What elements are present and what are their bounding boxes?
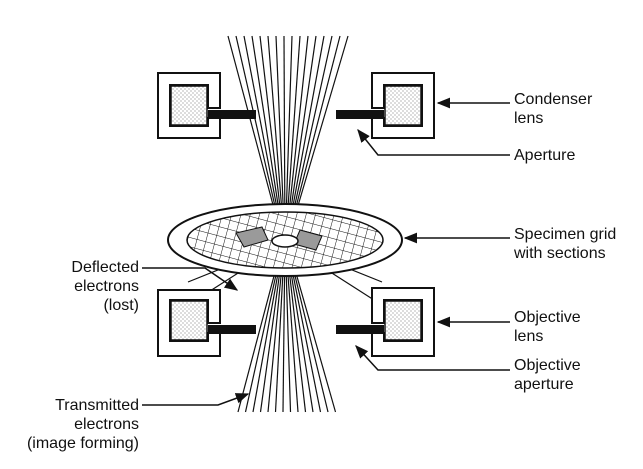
deflected-electrons-pointer [142,267,239,291]
specimen-center-hole [271,234,299,248]
objective-lens-left [157,289,256,357]
specimen-grid [167,203,403,277]
transmitted-electrons-label: Transmitted electrons (image forming) [26,397,139,452]
condenser-lens-label: Condenser lens [514,91,593,127]
aperture-label: Aperture [514,147,576,164]
deflected-electrons-label: Deflected electrons (lost) [71,259,139,314]
objective-lens-right [336,287,435,357]
objective-aperture-label: Objective aperture [514,357,581,393]
condenser-lens-right [336,72,435,139]
transmitted-electrons-pointer [142,393,250,406]
objective-lens-label: Objective lens [514,309,581,345]
specimen-section [235,226,269,248]
aperture-pointer [357,128,510,156]
objective-aperture-pointer [355,345,510,371]
condenser-lens-left [157,72,256,139]
pointer-arrows [142,97,510,406]
specimen-grid-label: Specimen grid with sections [514,226,617,262]
